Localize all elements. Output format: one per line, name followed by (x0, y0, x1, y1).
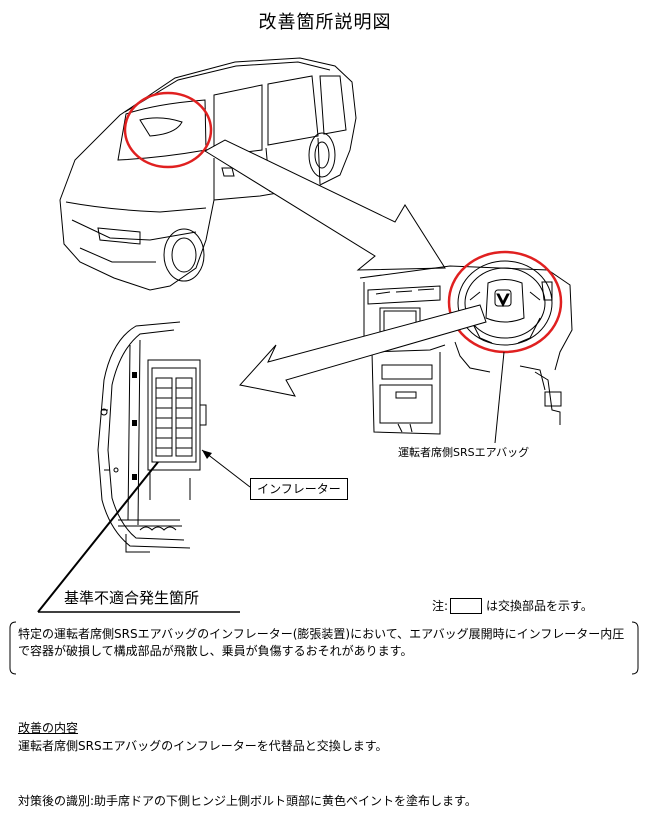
airbag-module-drawing (97, 321, 207, 553)
note-suffix: は交換部品を示す。 (486, 599, 593, 613)
defect-leader-line (37, 461, 159, 613)
arrow-to-inflator (239, 304, 487, 397)
description-bracket (9, 621, 639, 675)
inflator-leader-line (201, 449, 251, 488)
recall-illustration (37, 57, 573, 613)
improvement-text: 運転者席側SRSエアバッグのインフレーターを代替品と交換します。 (18, 739, 388, 753)
airbag-fasteners (132, 372, 137, 480)
inflator-label: インフレーター (250, 478, 348, 500)
note-prefix: 注: (432, 599, 449, 613)
steering-wheel (457, 260, 553, 346)
replacement-part-box (450, 597, 483, 614)
defect-location-label: 基準不適合発生箇所 (64, 589, 200, 607)
page-title: 改善箇所説明図 (258, 12, 392, 33)
dashboard-drawing (359, 265, 573, 435)
airbag-label: 運転者席側SRSエアバッグ (398, 446, 530, 459)
improvement-heading: 改善の内容 (18, 721, 79, 735)
arrow-to-dashboard (204, 139, 446, 271)
car-drawing (59, 57, 357, 291)
airbag-leader-line (494, 351, 505, 444)
replacement-note: 注: は交換部品を示す。 (432, 597, 593, 614)
identification-text: 対策後の識別:助手席ドアの下側ヒンジ上側ボルト頭部に黄色ペイントを塗布します。 (18, 794, 477, 808)
wheel-highlight-circle (447, 250, 563, 354)
car-highlight-circle (123, 91, 213, 169)
defect-description: 特定の運転者席側SRSエアバッグのインフレーター(膨張装置)において、エアバッグ… (18, 627, 625, 658)
